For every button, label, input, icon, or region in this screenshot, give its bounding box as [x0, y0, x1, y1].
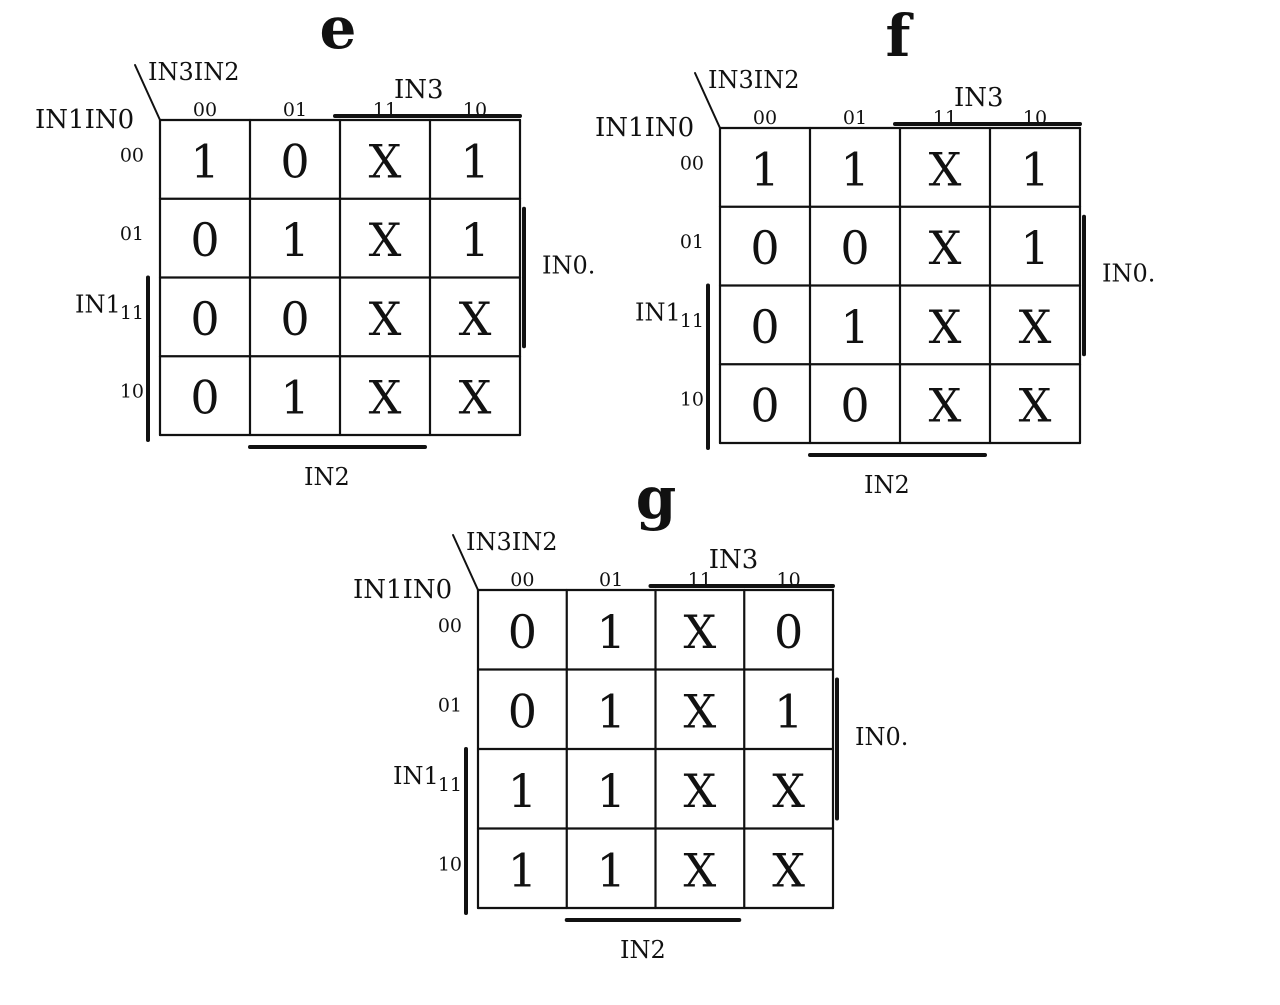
cell-value: X	[369, 292, 402, 346]
row-header: 11	[680, 310, 704, 332]
cell-value: X	[459, 292, 492, 346]
cell-value: X	[684, 764, 717, 818]
cell-value: X	[929, 142, 962, 196]
cell-value: X	[459, 371, 492, 425]
cell-value: 1	[460, 213, 489, 267]
cell-value: 1	[840, 142, 869, 196]
cell-value: 0	[774, 605, 803, 659]
cell-value: X	[929, 221, 962, 275]
cell-value: X	[684, 684, 717, 738]
cell-value: 1	[280, 213, 309, 267]
cell-value: 0	[840, 221, 869, 275]
bottom-group-label: IN2	[304, 463, 350, 491]
cell-value: 1	[508, 843, 537, 897]
row-header: 11	[120, 302, 144, 324]
bottom-group-label: IN2	[864, 471, 910, 499]
cell-value: 1	[596, 764, 625, 818]
cell-value: 0	[190, 292, 219, 346]
cell-value: 1	[596, 843, 625, 897]
map-title: g	[636, 464, 677, 532]
col-header: 00	[193, 99, 217, 121]
cell-value: 0	[508, 684, 537, 738]
cell-value: X	[1019, 300, 1052, 354]
right-group-label: IN0.	[855, 723, 908, 751]
cell-value: 1	[1020, 221, 1049, 275]
cell-value: 1	[840, 300, 869, 354]
cell-value: X	[369, 213, 402, 267]
cell-value: X	[684, 605, 717, 659]
left-group-label: IN1	[635, 299, 681, 327]
cell-value: X	[929, 300, 962, 354]
col-header: 01	[599, 569, 623, 591]
cell-value: 0	[750, 221, 779, 275]
cell-value: 0	[280, 134, 309, 188]
top-group-label: IN3	[954, 83, 1004, 113]
cell-value: 1	[1020, 142, 1049, 196]
col-header: 01	[283, 99, 307, 121]
corner-diagonal	[694, 72, 721, 129]
cell-value: 1	[596, 684, 625, 738]
cell-value: 0	[750, 379, 779, 433]
row-header: 00	[120, 144, 144, 166]
corner-top-label: IN3IN2	[148, 58, 240, 86]
row-header: 01	[680, 231, 704, 253]
cell-value: 1	[596, 605, 625, 659]
col-header: 01	[843, 107, 867, 129]
row-header: 00	[438, 615, 462, 637]
cell-value: 0	[840, 379, 869, 433]
col-header: 00	[510, 569, 534, 591]
cell-value: X	[369, 134, 402, 188]
top-group-label: IN3	[394, 75, 444, 105]
map-title: f	[886, 2, 915, 70]
cell-value: 0	[190, 371, 219, 425]
corner-left-label: IN1IN0	[595, 113, 694, 143]
bottom-group-label: IN2	[620, 936, 666, 964]
cell-value: X	[684, 843, 717, 897]
left-group-label: IN1	[75, 291, 121, 319]
kmap-grid	[158, 118, 522, 437]
map-title: e	[320, 0, 357, 62]
cell-value: X	[369, 371, 402, 425]
cell-value: 1	[190, 134, 219, 188]
row-header: 10	[438, 853, 462, 875]
cell-value: 1	[508, 764, 537, 818]
corner-diagonal	[452, 534, 479, 591]
cell-value: X	[772, 843, 805, 897]
cell-value: 1	[774, 684, 803, 738]
cell-value: 0	[280, 292, 309, 346]
row-header: 11	[438, 774, 462, 796]
kmap-grid	[476, 588, 835, 910]
corner-top-label: IN3IN2	[466, 528, 558, 556]
kmap-grid	[718, 126, 1082, 445]
cell-value: 0	[750, 300, 779, 354]
cell-value: 1	[750, 142, 779, 196]
right-group-label: IN0.	[542, 252, 595, 280]
left-group-label: IN1	[393, 762, 439, 790]
corner-left-label: IN1IN0	[35, 105, 134, 135]
row-header: 10	[120, 381, 144, 403]
corner-diagonal	[134, 64, 161, 121]
cell-value: X	[772, 764, 805, 818]
cell-value: X	[929, 379, 962, 433]
row-header: 00	[680, 152, 704, 174]
row-header: 01	[438, 694, 462, 716]
right-group-label: IN0.	[1102, 260, 1155, 288]
cell-value: 0	[190, 213, 219, 267]
top-group-label: IN3	[709, 545, 759, 575]
corner-top-label: IN3IN2	[708, 66, 800, 94]
cell-value: 0	[508, 605, 537, 659]
cell-value: X	[1019, 379, 1052, 433]
corner-left-label: IN1IN0	[353, 575, 452, 605]
cell-value: 1	[460, 134, 489, 188]
col-header: 00	[753, 107, 777, 129]
row-header: 10	[680, 389, 704, 411]
cell-value: 1	[280, 371, 309, 425]
row-header: 01	[120, 223, 144, 245]
